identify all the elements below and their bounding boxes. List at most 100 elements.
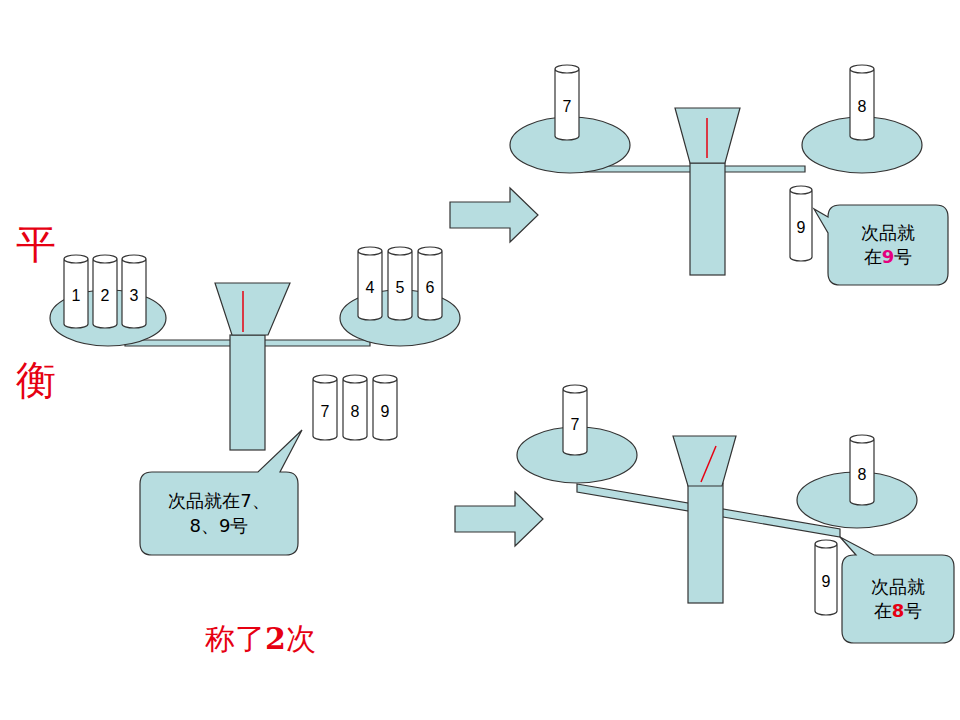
cylinder-shape — [418, 247, 442, 320]
callout-text: 次品就在7、8、9号 — [158, 489, 280, 538]
text-run: 平 — [16, 221, 56, 267]
text-run: 7 — [321, 403, 330, 420]
text-run: 7 — [571, 416, 580, 433]
bottle-cylinder: 7 — [555, 65, 579, 140]
block-arrow — [455, 492, 543, 546]
scale-pointer — [215, 283, 290, 335]
bottle-cylinder: 6 — [418, 247, 442, 320]
bottle-cylinder: 8 — [343, 375, 367, 440]
cylinder-shape — [358, 247, 382, 320]
scale-stand — [688, 483, 723, 603]
text-run: 号 — [230, 515, 248, 536]
scale-needle — [701, 446, 716, 482]
bottle-number: 9 — [790, 220, 812, 236]
scale-pointer — [673, 436, 736, 486]
bottle-cylinder: 9 — [815, 540, 837, 615]
scale-needle — [706, 118, 708, 158]
cylinder-shape — [313, 375, 337, 440]
bubble-outline — [140, 472, 298, 555]
bottle-number: 8 — [343, 404, 367, 420]
bottle-cylinder: 5 — [388, 247, 412, 320]
text-run: 称了 — [205, 621, 265, 656]
scale-stand — [230, 335, 265, 450]
callout-text: 次品就在9号 — [853, 221, 923, 270]
bottle-number: 4 — [358, 280, 382, 296]
bottle-cylinder: 9 — [790, 186, 812, 261]
callout-text: 次品就在8号 — [863, 575, 933, 624]
text-run: 8 — [858, 98, 867, 115]
bottle-number: 9 — [373, 404, 397, 420]
count-note: 称了2次 — [205, 622, 316, 655]
bottle-number: 9 — [815, 574, 837, 590]
bottle-number: 2 — [93, 288, 117, 304]
text-run: 9 — [381, 403, 390, 420]
callout-bubble: 次品就在7、8、9号 — [140, 472, 298, 555]
text-run: 、 — [252, 490, 270, 511]
bottle-cylinder: 7 — [313, 375, 337, 440]
bottle-number: 5 — [388, 280, 412, 296]
text-run: 4 — [366, 279, 375, 296]
scale-needle — [242, 291, 244, 332]
cylinder-shape — [343, 375, 367, 440]
text-run: 次品就在 — [168, 490, 240, 511]
text-run: 8 — [858, 466, 867, 483]
bottle-number: 3 — [122, 288, 146, 304]
cylinder-shape — [850, 435, 874, 505]
cylinder-shape — [122, 255, 146, 328]
bubble-outline — [842, 555, 954, 643]
text-run: 6 — [426, 279, 435, 296]
bottle-number: 7 — [563, 417, 587, 433]
bottle-cylinder: 9 — [373, 375, 397, 440]
bottle-number: 6 — [418, 280, 442, 296]
bottle-cylinder: 2 — [93, 255, 117, 328]
cylinder-shape — [93, 255, 117, 328]
text-run: 号 — [904, 600, 922, 621]
text-run: 衡 — [16, 357, 56, 403]
bottle-cylinder: 8 — [850, 435, 874, 505]
text-run: 8 — [351, 403, 360, 420]
text-run: 3 — [130, 287, 139, 304]
text-run: 次 — [286, 621, 316, 656]
bottle-cylinder: 4 — [358, 247, 382, 320]
text-run: 2 — [265, 621, 286, 656]
bubble-shape — [814, 205, 948, 285]
cylinder-shape — [373, 375, 397, 440]
text-run: 9 — [219, 515, 230, 536]
bottle-cylinder: 3 — [122, 255, 146, 328]
bottle-number: 7 — [555, 99, 579, 115]
text-run: 2 — [101, 287, 110, 304]
scale-stand — [690, 163, 725, 275]
text-run: 1 — [72, 287, 81, 304]
text-run: 、 — [201, 515, 219, 536]
scale-pointer — [675, 108, 740, 163]
cylinder-shape — [64, 255, 88, 328]
callout-bubble: 次品就在9号 — [828, 205, 948, 285]
bottle-number: 7 — [313, 404, 337, 420]
text-run: 9 — [882, 246, 895, 267]
text-run: 7 — [240, 490, 251, 511]
bottle-number: 8 — [850, 467, 874, 483]
bubble-shape — [140, 430, 302, 555]
bottle-cylinder: 1 — [64, 255, 88, 328]
bottle-cylinder: 7 — [563, 385, 587, 455]
bottle-number: 8 — [850, 99, 874, 115]
cylinder-shape — [555, 65, 579, 140]
text-run: 9 — [797, 219, 806, 236]
callout-bubble: 次品就在8号 — [842, 555, 954, 643]
text-run: 7 — [563, 98, 572, 115]
cylinder-shape — [388, 247, 412, 320]
cylinder-shape — [563, 385, 587, 455]
bubble-shape — [840, 537, 954, 643]
cylinder-shape — [815, 540, 837, 615]
text-run: 5 — [396, 279, 405, 296]
text-run: 9 — [822, 573, 831, 590]
text-run: 8 — [190, 515, 201, 536]
heading-char: 平 — [16, 222, 56, 266]
cylinder-shape — [790, 186, 812, 261]
bottle-cylinder: 8 — [850, 65, 874, 140]
heading-char: 衡 — [16, 358, 56, 402]
text-run: 号 — [894, 246, 912, 267]
cylinder-shape — [850, 65, 874, 140]
bottle-number: 1 — [64, 288, 88, 304]
block-arrow — [450, 188, 538, 242]
